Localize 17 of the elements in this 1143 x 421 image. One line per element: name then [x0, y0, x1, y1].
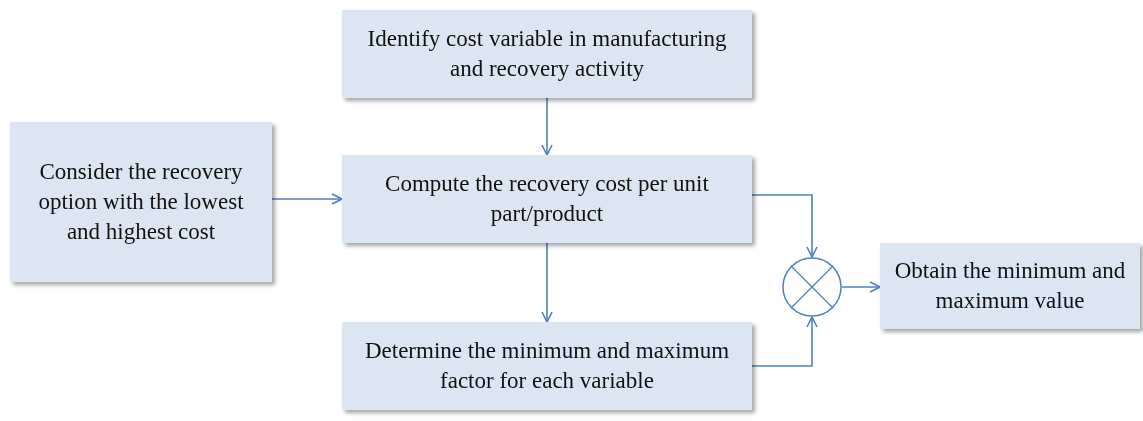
arrow	[541, 97, 553, 156]
process-box	[880, 243, 1140, 329]
process-box	[342, 155, 752, 243]
arrow	[751, 316, 818, 367]
process-box	[342, 10, 752, 98]
process-box	[10, 122, 272, 282]
box-text: Consider the recovery option with the lowest and highest cost	[37, 158, 245, 246]
box-text: Obtain the minimum and maximum value	[893, 257, 1127, 315]
arrow	[541, 242, 553, 323]
box-text: Compute the recovery cost per unit part/product	[384, 170, 710, 228]
process-box	[342, 322, 752, 410]
box-text: Determine the minimum and maximum factor for each variable	[363, 337, 731, 395]
arrow	[751, 194, 818, 258]
multiply-circle	[782, 257, 842, 317]
arrow	[841, 281, 881, 293]
arrow	[271, 193, 343, 205]
box-text: Identify cost variable in manufacturing and recovery activity	[366, 25, 728, 83]
